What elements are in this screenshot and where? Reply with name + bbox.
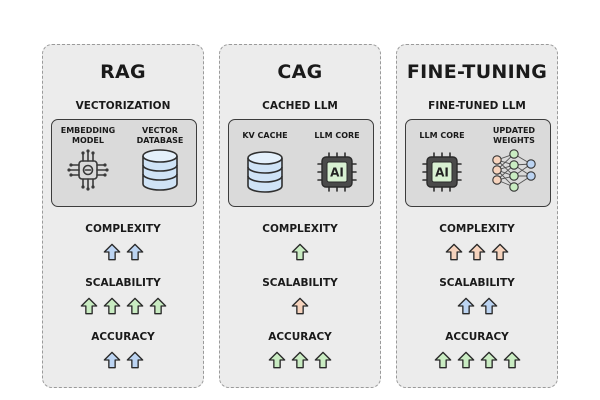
- component-llm-core: LLM CORE AI: [301, 131, 373, 194]
- component-box: KV CACHE LLM CORE AI: [228, 119, 374, 207]
- column-title: CAG: [277, 61, 323, 83]
- metric-label: SCALABILITY: [262, 277, 338, 289]
- vector-database-icon: [142, 149, 178, 191]
- up-arrow-icon: [434, 351, 451, 369]
- component-llm-core: LLM CORE AI: [406, 131, 478, 194]
- neural-network-icon: [492, 149, 536, 192]
- arrow-rating: [397, 297, 557, 315]
- up-arrow-icon: [103, 243, 120, 261]
- arrow-rating: [43, 297, 203, 315]
- arrow-rating: [43, 243, 203, 261]
- up-arrow-icon: [126, 351, 143, 369]
- up-arrow-icon: [149, 297, 166, 315]
- metric-label: ACCURACY: [268, 331, 332, 343]
- metric-accuracy: ACCURACY: [397, 331, 557, 369]
- metric-label: SCALABILITY: [439, 277, 515, 289]
- column-subtitle: CACHED LLM: [262, 100, 338, 112]
- metric-label: COMPLEXITY: [439, 223, 515, 235]
- component-updated-weights: UPDATED WEIGHTS: [478, 126, 550, 192]
- rag-column: RAG VECTORIZATION EMBEDDING MODEL: [42, 44, 204, 388]
- ai-chip-icon: AI: [317, 151, 357, 192]
- metric-label: SCALABILITY: [85, 277, 161, 289]
- up-arrow-icon: [126, 243, 143, 261]
- up-arrow-icon: [103, 297, 120, 315]
- chip-label: AI: [330, 165, 344, 179]
- component-vector-database: VECTOR DATABASE: [124, 126, 196, 193]
- up-arrow-icon: [291, 351, 309, 369]
- up-arrow-icon: [80, 297, 97, 315]
- component-box: EMBEDDING MODEL: [51, 119, 197, 207]
- arrow-rating: [397, 243, 557, 261]
- component-embedding-model: EMBEDDING MODEL: [52, 126, 124, 192]
- metric-scalability: SCALABILITY: [43, 277, 203, 315]
- up-arrow-icon: [468, 243, 486, 261]
- column-subtitle: VECTORIZATION: [75, 100, 171, 112]
- metric-scalability: SCALABILITY: [397, 277, 557, 315]
- up-arrow-icon: [126, 297, 143, 315]
- metric-complexity: COMPLEXITY: [220, 223, 380, 261]
- up-arrow-icon: [103, 351, 120, 369]
- arrow-rating: [43, 351, 203, 369]
- metric-scalability: SCALABILITY: [220, 277, 380, 315]
- up-arrow-icon: [445, 243, 463, 261]
- up-arrow-icon: [503, 351, 520, 369]
- metric-accuracy: ACCURACY: [220, 331, 380, 369]
- up-arrow-icon: [268, 351, 286, 369]
- cag-column: CAG CACHED LLM KV CACHE LLM CORE: [219, 44, 381, 388]
- arrow-rating: [220, 297, 380, 315]
- up-arrow-icon: [457, 297, 474, 315]
- up-arrow-icon: [291, 243, 309, 261]
- metric-label: COMPLEXITY: [85, 223, 161, 235]
- metric-accuracy: ACCURACY: [43, 331, 203, 369]
- component-label: LLM CORE: [314, 131, 360, 140]
- component-label: UPDATED WEIGHTS: [492, 126, 536, 145]
- up-arrow-icon: [491, 243, 509, 261]
- component-label: LLM CORE: [419, 131, 465, 140]
- arrow-rating: [220, 243, 380, 261]
- up-arrow-icon: [480, 297, 497, 315]
- metric-label: ACCURACY: [91, 331, 155, 343]
- embedding-model-icon: [67, 149, 109, 191]
- ai-chip-icon: AI: [422, 151, 462, 192]
- up-arrow-icon: [314, 351, 332, 369]
- kv-cache-database-icon: [247, 150, 283, 193]
- component-label: VECTOR DATABASE: [136, 126, 184, 145]
- column-title: RAG: [100, 61, 146, 83]
- component-label: KV CACHE: [242, 131, 288, 140]
- component-label: EMBEDDING MODEL: [60, 126, 116, 145]
- fine-tuning-column: FINE-TUNING FINE-TUNED LLM LLM CORE AI U…: [396, 44, 558, 388]
- component-box: LLM CORE AI UPDATED WEIGHTS: [405, 119, 551, 207]
- arrow-rating: [397, 351, 557, 369]
- chip-label: AI: [435, 165, 449, 179]
- up-arrow-icon: [291, 297, 309, 315]
- metric-label: COMPLEXITY: [262, 223, 338, 235]
- component-kv-cache: KV CACHE: [229, 131, 301, 195]
- arrow-rating: [220, 351, 380, 369]
- column-title: FINE-TUNING: [406, 61, 548, 83]
- up-arrow-icon: [480, 351, 497, 369]
- metric-complexity: COMPLEXITY: [43, 223, 203, 261]
- up-arrow-icon: [457, 351, 474, 369]
- column-subtitle: FINE-TUNED LLM: [428, 100, 526, 112]
- metric-label: ACCURACY: [445, 331, 509, 343]
- metric-complexity: COMPLEXITY: [397, 223, 557, 261]
